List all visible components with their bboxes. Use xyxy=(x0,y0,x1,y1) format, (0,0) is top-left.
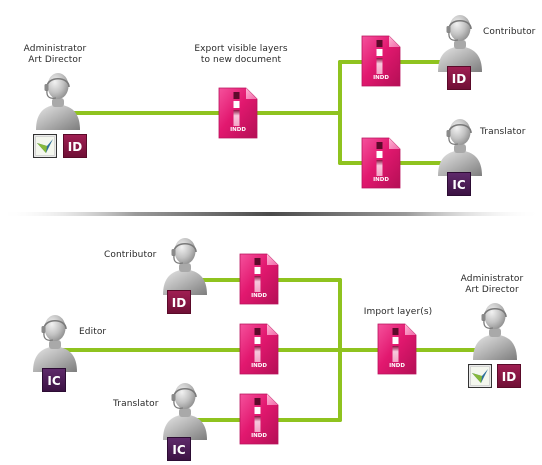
top-admin-label-line2: Art Director xyxy=(28,55,82,65)
import-label: Import layer(s) xyxy=(363,307,433,317)
top-admin-label-line1: Administrator xyxy=(23,44,87,54)
bottom-admin-label: Administrator Art Director xyxy=(452,274,532,296)
approval-check-icon xyxy=(33,134,57,158)
document-label: INDD xyxy=(251,363,267,369)
section-divider xyxy=(0,212,542,216)
bottom-contributor-label: Contributor xyxy=(104,250,157,260)
top-translator-label: Translator xyxy=(480,127,526,137)
document-label: INDD xyxy=(389,363,405,369)
bottom-admin-label-line2: Art Director xyxy=(465,285,519,295)
document-label: INDD xyxy=(230,127,246,133)
approval-check-icon xyxy=(468,364,492,388)
document-label: INDD xyxy=(251,293,267,299)
contributor-person-icon xyxy=(162,237,208,295)
admin-person-icon xyxy=(35,72,81,130)
document-label: INDD xyxy=(373,177,389,183)
translator-person-icon xyxy=(162,382,208,440)
contributor-person-icon xyxy=(437,14,483,72)
top-contributor-label: Contributor xyxy=(483,27,536,37)
bottom-admin-label-line1: Administrator xyxy=(460,274,524,284)
incopy-badge-text: IC xyxy=(47,374,60,388)
export-label: Export visible layers to new document xyxy=(181,44,301,66)
indesign-badge-text: ID xyxy=(502,370,516,384)
incopy-badge-text: IC xyxy=(172,443,185,457)
document-label: INDD xyxy=(251,433,267,439)
indesign-badge-text: ID xyxy=(452,72,466,86)
indesign-badge-text: ID xyxy=(172,296,186,310)
top-admin-label: Administrator Art Director xyxy=(20,44,90,66)
document-label: INDD xyxy=(373,75,389,81)
export-label-line2: to new document xyxy=(200,55,282,65)
incopy-badge-text: IC xyxy=(452,178,465,192)
translator-person-icon xyxy=(437,118,483,176)
admin-person-icon xyxy=(472,302,518,360)
bottom-translator-label: Translator xyxy=(113,399,159,409)
export-label-line1: Export visible layers xyxy=(194,44,288,54)
bottom-editor-label: Editor xyxy=(79,327,107,337)
editor-person-icon xyxy=(32,314,78,372)
indesign-badge-text: ID xyxy=(68,140,82,154)
